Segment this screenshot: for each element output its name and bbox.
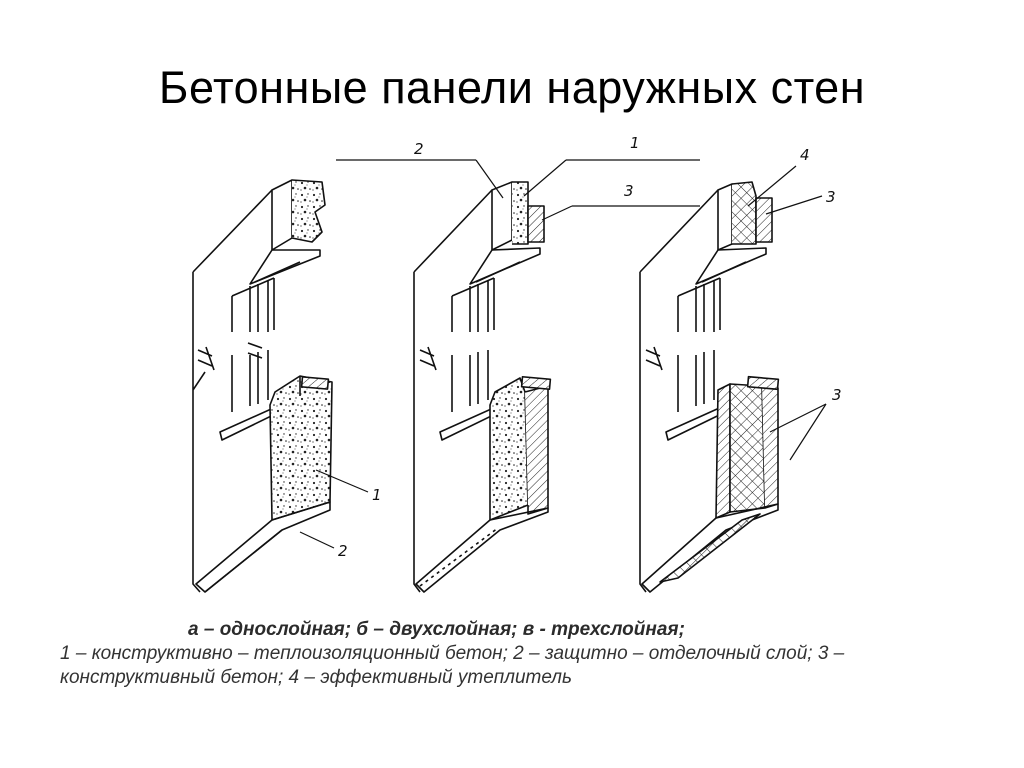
panel-b-callouts	[336, 159, 700, 221]
panel-a	[192, 179, 333, 593]
panel-c-callouts	[747, 165, 827, 461]
panel-c	[639, 181, 780, 593]
callout-a-2: 2	[338, 542, 348, 560]
callout-c-3-bottom: 3	[832, 386, 842, 404]
callout-b-1: 1	[630, 134, 640, 152]
slide-title: Бетонные панели наружных стен	[158, 62, 866, 113]
callout-b-3: 3	[624, 182, 634, 200]
figure-caption: а – однослойная; б – двухслойная; в - тр…	[60, 618, 960, 690]
caption-legend: 1 – конструктивно – теплоизоляционный бе…	[60, 643, 845, 688]
panel-diagram: 1 2 2 1 3	[192, 134, 842, 593]
callout-c-4: 4	[800, 146, 810, 164]
callout-b-2: 2	[414, 140, 424, 158]
caption-variants: а – однослойная; б – двухслойная; в - тр…	[188, 619, 685, 640]
panel-b	[413, 181, 552, 593]
panel-a-callouts: 1 2	[299, 469, 382, 560]
callout-c-3-top: 3	[826, 188, 836, 206]
callout-a-1: 1	[372, 486, 382, 504]
